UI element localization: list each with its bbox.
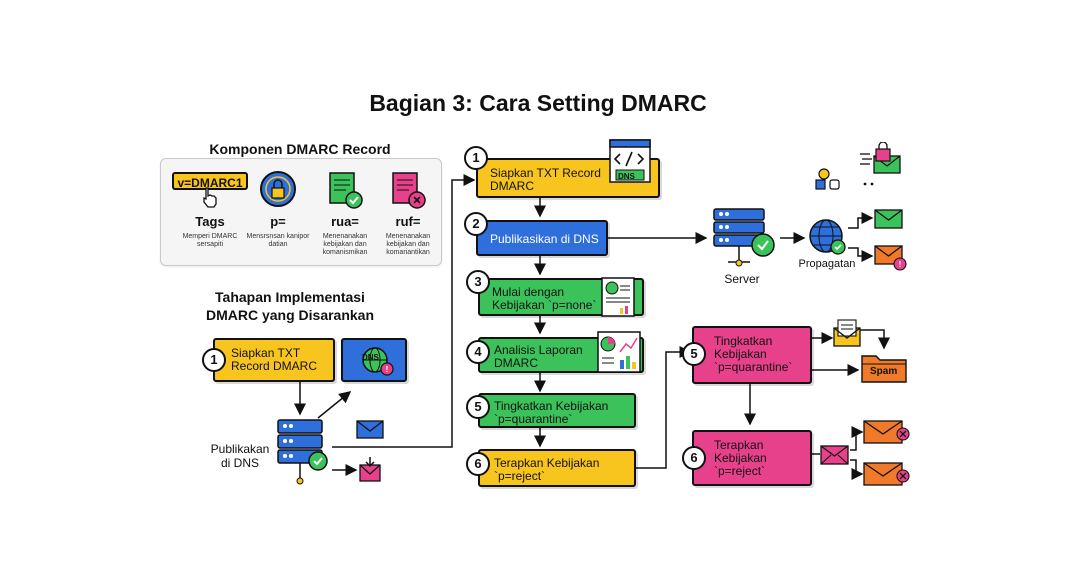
flow-step3-number: 3 bbox=[466, 270, 490, 294]
policy-document-icon bbox=[601, 277, 635, 317]
forensic-document-icon bbox=[392, 172, 426, 209]
quarantine-number: 5 bbox=[682, 342, 706, 366]
dns-globe-icon: ! bbox=[362, 347, 394, 376]
rejected-mail-icon-2 bbox=[863, 462, 910, 486]
flow-step6-box: Terapkan Kebijakan `p=reject` bbox=[478, 449, 636, 487]
flow-step1-line1: Siapkan TXT Record bbox=[490, 166, 601, 180]
flow-step4-line1: Analisis Laporan bbox=[494, 343, 583, 357]
delivered-mail-icon bbox=[874, 209, 903, 229]
reject-line1: Terapkan bbox=[714, 438, 764, 452]
incoming-mail-icon bbox=[359, 457, 381, 482]
stage-step1-box: Siapkan TXT Record DMARC bbox=[213, 338, 335, 382]
reject-box: Terapkan Kebijakan `p=reject` bbox=[692, 430, 812, 486]
stage-step1-number: 1 bbox=[202, 348, 226, 372]
reject-number: 6 bbox=[682, 446, 706, 470]
dots-icon bbox=[863, 182, 874, 186]
code-window-icon bbox=[609, 139, 651, 183]
quarantine-mail-icon bbox=[833, 319, 861, 347]
flow-step2-line1: Publikasikan di DNS bbox=[490, 232, 599, 246]
analytics-report-icon bbox=[597, 331, 641, 373]
stage-dns-box bbox=[341, 338, 407, 382]
flow-step3-line2: Kebijakan `p=none` bbox=[492, 298, 597, 312]
reject-mail-icon bbox=[820, 445, 849, 465]
flagged-mail-icon: ! bbox=[874, 245, 907, 271]
flow-step2-number: 2 bbox=[464, 212, 488, 236]
flow-step5-line2: `p=quarantine` bbox=[494, 412, 573, 426]
stages-heading-line2: DMARC yang Disarankan bbox=[205, 307, 375, 323]
propagation-globe-icon bbox=[809, 219, 846, 255]
component-desc-ruf: Menenanakan kebijakan dan komariantikan bbox=[385, 233, 431, 256]
stage-dns-badge: DNS bbox=[362, 353, 379, 362]
flow-step5-number: 5 bbox=[466, 395, 490, 419]
mail-envelope-icon bbox=[356, 420, 384, 439]
spam-folder-icon bbox=[861, 355, 907, 383]
stage-step1-line2: Record DMARC bbox=[231, 359, 318, 373]
flow-step4-number: 4 bbox=[466, 340, 490, 364]
stage-publish-line2: di DNS bbox=[220, 456, 259, 470]
svg-text:!: ! bbox=[386, 365, 389, 374]
svg-text:!: ! bbox=[899, 260, 902, 269]
stages-heading: Tahapan Implementasi DMARC yang Disarank… bbox=[170, 288, 410, 324]
flow-step3-line1: Mulai dengan bbox=[492, 285, 565, 299]
flow-step4-line2: DMARC bbox=[494, 356, 538, 370]
rejected-mail-icon bbox=[863, 420, 910, 444]
flow-dns-badge: DNS bbox=[618, 172, 635, 181]
stage-step1-line1: Siapkan TXT bbox=[231, 346, 301, 360]
flow-step1-line2: DMARC bbox=[490, 179, 534, 193]
secure-mail-icon bbox=[860, 142, 901, 174]
page-title: Bagian 3: Cara Setting DMARC bbox=[369, 90, 707, 116]
network-shapes-icon bbox=[815, 168, 840, 190]
flow-step5-line1: Tingkatkan Kebijakan bbox=[494, 399, 609, 413]
stages-heading-line1: Tahapan Implementasi bbox=[215, 289, 365, 305]
quarantine-line1: Tingkatkan bbox=[714, 334, 773, 348]
stage-publish-label: Publikakan di DNS bbox=[200, 442, 280, 470]
server-stack-icon bbox=[277, 419, 328, 485]
report-document-icon bbox=[329, 172, 363, 209]
component-label-rua: rua= bbox=[331, 214, 359, 229]
flow-step2-box: Publikasikan di DNS bbox=[476, 220, 608, 256]
quarantine-box: Tingkatkan Kebijakan `p=quarantine` bbox=[692, 326, 812, 384]
component-desc-rua: Menenanakan kebijakan dan komanismikan bbox=[322, 233, 368, 256]
dmarc-version-tag: v=DMARC1 bbox=[172, 172, 248, 190]
component-desc-p: Mensrsnsan kanipor datian bbox=[246, 233, 310, 248]
dns-server-icon bbox=[713, 208, 775, 267]
flow-step6-number: 6 bbox=[466, 452, 490, 476]
flow-step1-number: 1 bbox=[464, 146, 488, 170]
reject-line3: `p=reject` bbox=[714, 464, 766, 478]
propagation-label: Propagatan bbox=[798, 258, 856, 270]
lock-shield-icon bbox=[260, 171, 296, 207]
component-desc-tags: Memperi DMARC sersapiti bbox=[182, 233, 238, 248]
flow-step5-box: Tingkatkan Kebijakan `p=quarantine` bbox=[478, 393, 636, 428]
component-label-tags: Tags bbox=[195, 214, 225, 229]
flow-step6-line1: Terapkan Kebijakan bbox=[494, 456, 600, 470]
cursor-hand-icon bbox=[203, 187, 217, 208]
quarantine-line3: `p=quarantine` bbox=[714, 360, 793, 374]
component-label-p: p= bbox=[270, 214, 286, 229]
flow-step6-line2: `p=reject` bbox=[494, 469, 546, 483]
quarantine-line2: Kebijakan bbox=[714, 347, 767, 361]
stage-publish-line1: Publikakan bbox=[210, 442, 270, 456]
server-label: Server bbox=[724, 272, 760, 286]
components-heading: Komponen DMARC Record bbox=[209, 141, 391, 157]
reject-line2: Kebijakan bbox=[714, 451, 767, 465]
component-label-ruf: ruf= bbox=[395, 214, 421, 229]
spam-label: Spam bbox=[870, 366, 898, 377]
